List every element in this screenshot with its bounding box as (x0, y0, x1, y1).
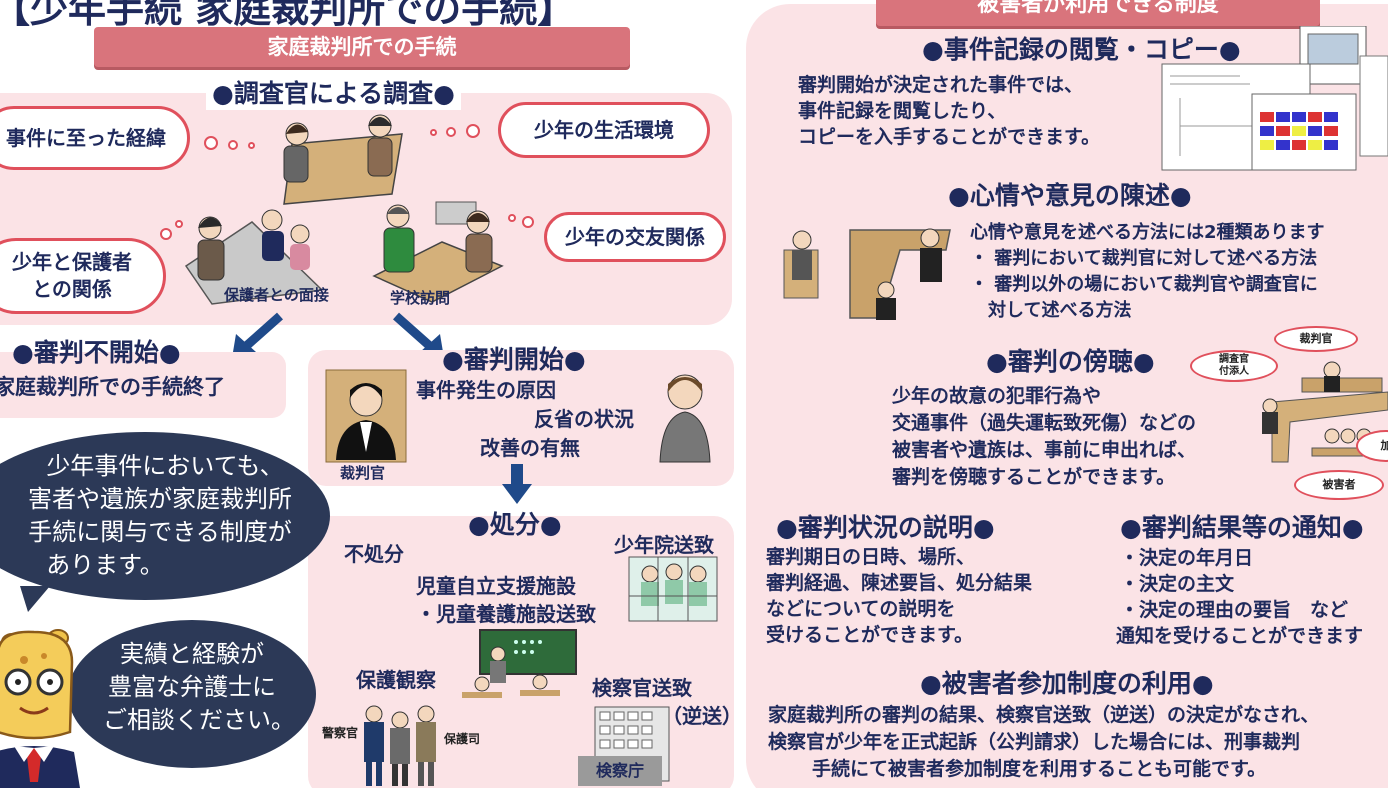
juvenile-illustration (659, 374, 711, 463)
explanation-line-1: 審判期日の日時、場所、 (766, 546, 976, 568)
probation: 保護観察 (356, 668, 436, 692)
thought-dot (466, 124, 480, 138)
observation-title: ●審判の傍聴● (986, 347, 1155, 376)
observation-line-3: 被害者や遺族は、事前に申出れば、 (892, 439, 1197, 461)
cloud-living-environment: 少年の生活環境 (498, 102, 710, 158)
no-trial-panel (0, 352, 286, 418)
thought-dot (160, 228, 172, 240)
explanation-title: ●審判状況の説明● (776, 513, 995, 542)
cloud-circumstances: 事件に至った経緯 (0, 106, 190, 170)
school-visit-illustration (372, 201, 504, 303)
victim-label-oval: 被害者 (1294, 470, 1384, 500)
reformatory: 少年院送致 (614, 533, 714, 557)
reformatory-illustration (628, 556, 718, 622)
police-label: 警察官 (322, 726, 359, 740)
opinion-line-2: ・ 審判において裁判官に対して述べる方法 (970, 248, 1318, 269)
observation-line-4: 審判を傍聴することができます。 (892, 466, 1176, 488)
investigation-title: ●調査官による調査● (206, 74, 461, 110)
explanation-line-2: 審判経過、陳述要旨、処分結果 (766, 572, 1033, 594)
notice-line-1: ・決定の年月日 (1120, 547, 1254, 569)
speech-1-line-1: 少年事件においても、 (46, 452, 284, 480)
observation-line-2: 交通事件（過失運転致死傷）などの (892, 412, 1197, 434)
prosecutor-line-2: （逆送） (662, 704, 742, 728)
participation-line-3: 手続にて被害者参加制度を利用することも可能です。 (812, 758, 1267, 780)
thought-dot (228, 140, 238, 150)
speech-2-line-2: 豊富な弁護士に (108, 673, 276, 701)
no-trial-title: ●審判不開始● (12, 338, 181, 367)
trial-start-line-2: 反省の状況 (534, 407, 634, 431)
speech-bubble-lawyer: 実績と経験が 豊富な弁護士に ご相談ください。 (68, 620, 316, 768)
judge-label: 裁判官 (340, 464, 386, 482)
trial-start-title: ●審判開始● (442, 345, 586, 374)
no-disposition: 不処分 (344, 542, 404, 566)
courtroom-illustration (1262, 361, 1388, 463)
speech-bubble-system: 少年事件においても、 害者や遺族が家庭裁判所 手続に関与できる制度が あります。 (0, 432, 330, 600)
facility-line-2: ・児童養護施設送致 (416, 602, 596, 626)
trial-start-line-1: 事件発生の原因 (416, 378, 556, 402)
thought-dot (522, 216, 534, 228)
records-title: ●事件記録の閲覧・コピー● (922, 35, 1241, 64)
classroom-illustration (462, 629, 577, 698)
case-records-illustration (1161, 26, 1388, 171)
opinion-line-3: ・ 審判以外の場において裁判官や調査官に (970, 274, 1318, 295)
thought-dot (446, 127, 456, 137)
thought-dot (204, 136, 218, 150)
opinion-line-4: 対して述べる方法 (970, 300, 1132, 321)
notice-line-4: 通知を受けることができます (1116, 625, 1364, 647)
judge-illustration (325, 369, 407, 463)
arrow-to-disposition-icon (502, 464, 532, 504)
records-line-1: 審判開始が決定された事件では、 (798, 74, 1084, 96)
speech-1-line-3: 手続に関与できる制度が (28, 518, 292, 546)
cloud-guardian-relation: 少年と保護者 との関係 (0, 238, 166, 314)
investigator-label-oval: 調査官 付添人 (1190, 350, 1278, 382)
records-line-2: 事件記録を閲覧したり、 (798, 100, 1007, 122)
prosecutor-line-1: 検察官送致 (592, 676, 692, 700)
records-line-3: コピーを入手することができます。 (798, 126, 1101, 148)
disposition-title: ●処分● (468, 510, 562, 539)
speech-1-line-2: 害者や遺族が家庭裁判所 (28, 485, 292, 513)
judge-label-oval: 裁判官 (1274, 326, 1358, 352)
speech-bubble-tail (20, 586, 50, 612)
thought-dot (430, 129, 437, 136)
notice-line-3: ・決定の理由の要旨 など (1120, 599, 1349, 621)
observation-line-1: 少年の故意の犯罪行為や (892, 385, 1102, 407)
participation-line-2: 検察官が少年を正式起訴（公判請求）した場合には、刑事裁判 (768, 731, 1301, 753)
left-section-header: 家庭裁判所での手続 (94, 27, 630, 67)
explanation-line-3: などについての説明を (766, 598, 956, 620)
guardian-interview-illustration (184, 209, 322, 305)
guardian-interview-caption: 保護者との面接 (224, 286, 329, 304)
probation-illustration (364, 705, 436, 786)
opinion-title: ●心情や意見の陳述● (948, 181, 1192, 210)
speech-1-line-4: あります。 (46, 551, 164, 579)
participation-title: ●被害者参加制度の利用● (920, 669, 1214, 698)
opinion-line-1: 心情や意見を述べる方法には2種類あります (970, 222, 1325, 243)
notice-title: ●審判結果等の通知● (1120, 513, 1364, 542)
giraffe-mascot-icon (0, 629, 80, 788)
participation-line-1: 家庭裁判所の審判の結果、検察官送致（逆送）の決定がなされ、 (768, 704, 1320, 726)
opinion-statement-illustration (783, 228, 951, 320)
right-section-header: 被害者が利用できる制度 (876, 0, 1320, 26)
thought-dot (175, 220, 183, 228)
investigation-meeting-illustration (283, 114, 403, 205)
speech-2-line-1: 実績と経験が (120, 640, 264, 668)
facility-line-1: 児童自立支援施設 (416, 574, 576, 598)
thought-dot (248, 142, 255, 149)
no-trial-text: 家庭裁判所での手続終了 (0, 375, 225, 399)
thought-dot (508, 214, 516, 222)
notice-line-2: ・決定の主文 (1120, 573, 1235, 595)
trial-start-line-3: 改善の有無 (480, 436, 580, 460)
school-visit-caption: 学校訪問 (390, 289, 451, 307)
cloud-friends: 少年の交友関係 (544, 212, 726, 262)
explanation-line-4: 受けることができます。 (766, 624, 974, 646)
prosecutor-office-label: 検察庁 (578, 756, 662, 786)
page-title: 【少年手続 家庭裁判所での手続】 (0, 0, 576, 31)
probation-officer-label: 保護司 (444, 732, 481, 746)
speech-2-line-3: ご相談ください。 (103, 706, 295, 734)
